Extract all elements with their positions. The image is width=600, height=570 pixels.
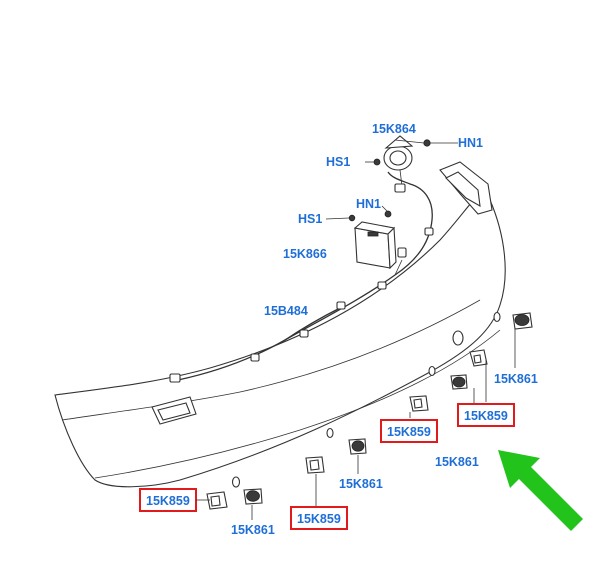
label-15k859-center: 15K859 [387, 425, 431, 439]
label-15k866: 15K866 [283, 247, 327, 261]
label-hn1-mid: HN1 [356, 197, 381, 211]
sensor-center-right [450, 374, 468, 390]
sensor-center-bracket [409, 395, 429, 418]
highlight-box-center [380, 419, 438, 443]
harness-connector-left [169, 373, 181, 383]
fasteners [325, 139, 458, 222]
sensor-lowmid-bracket [305, 456, 325, 506]
highlight-box-bottom [290, 506, 348, 530]
green-arrow-icon [498, 450, 583, 531]
harness-clip [299, 329, 309, 338]
harness-clip [336, 301, 346, 310]
parking-aid-module [353, 221, 397, 270]
sensor-center [348, 438, 367, 474]
wiring-harness [169, 171, 434, 383]
harness-clip [424, 227, 434, 236]
rear-bumper-cover [54, 161, 506, 488]
sensor-left-bracket [206, 491, 228, 510]
sensor-right-bracket [469, 349, 488, 402]
label-15k859-left: 15K859 [146, 494, 190, 508]
label-15k864: 15K864 [372, 122, 416, 136]
label-15k861-center: 15K861 [435, 455, 479, 469]
label-hs1-top: HS1 [326, 155, 350, 169]
label-hn1-top: HN1 [458, 136, 483, 150]
highlight-box-right [457, 403, 515, 427]
label-15k861-right: 15K861 [494, 372, 538, 386]
harness-clip [377, 281, 387, 290]
sensor-right-outer [512, 312, 533, 368]
sensor-left [243, 488, 263, 520]
label-15k859-right: 15K859 [464, 409, 508, 423]
parking-aid-speaker [383, 135, 414, 193]
harness-clip [250, 353, 260, 362]
label-15b484: 15B484 [264, 304, 308, 318]
label-15k861-lowmid: 15K861 [339, 477, 383, 491]
label-hs1-mid: HS1 [298, 212, 322, 226]
harness-connector-module [397, 247, 407, 258]
label-15k861-left: 15K861 [231, 523, 275, 537]
label-15k859-bottom: 15K859 [297, 512, 341, 526]
